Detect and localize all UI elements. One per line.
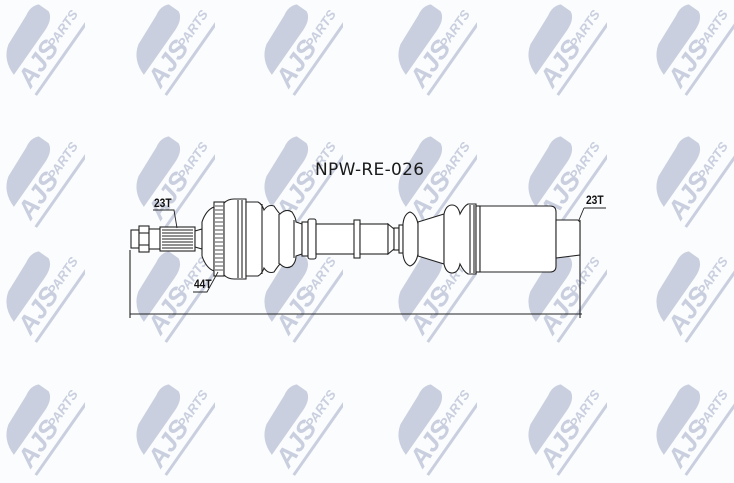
abs-ring-teeth-label: 44T — [194, 277, 212, 291]
outer-cv-joint — [201, 198, 247, 280]
leader-lines — [153, 207, 606, 293]
outer-spline-teeth-label: 23T — [154, 196, 172, 210]
inner-stub — [555, 219, 581, 259]
intermediate-shaft — [301, 218, 395, 260]
outer-spline — [159, 226, 203, 252]
inner-boot — [393, 203, 477, 275]
inner-spline-teeth-label: 23T — [586, 193, 604, 207]
outer-boot — [245, 201, 303, 277]
outer-stub — [130, 225, 161, 253]
tripod-housing — [475, 205, 557, 273]
part-code: NPW-RE-026 — [315, 160, 425, 180]
